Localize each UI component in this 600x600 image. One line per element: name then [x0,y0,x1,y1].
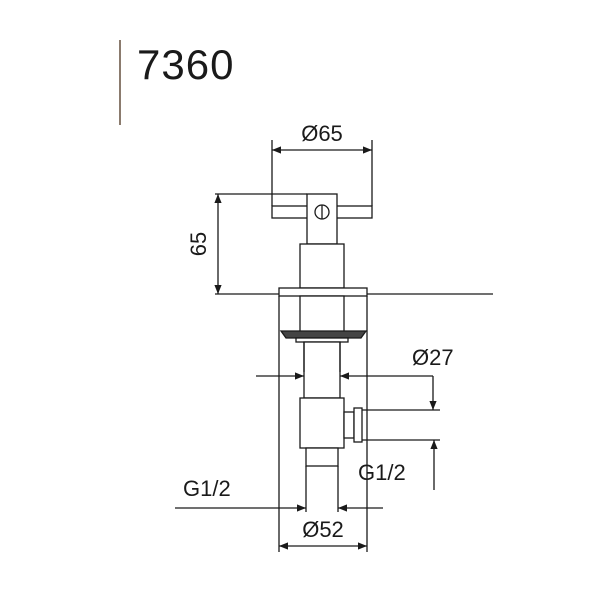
shank [299,295,345,333]
label-height: 65 [186,232,211,256]
label-base-diameter: Ø52 [302,517,344,542]
label-handle-diameter: Ø65 [301,121,343,146]
outlet-nut [353,407,363,443]
label-stem-diameter: Ø27 [412,345,454,370]
label-thread-left: G1/2 [183,476,231,501]
lock-washer [279,330,368,339]
flange [278,287,368,297]
model-number: 7360 [137,41,235,88]
label-thread-right: G1/2 [358,460,406,485]
title-accent-bar [119,40,121,125]
valve-body [299,397,345,449]
bottom-inlet [305,447,339,467]
bonnet [299,243,345,289]
side-outlet [343,411,355,439]
lower-body [303,341,341,399]
